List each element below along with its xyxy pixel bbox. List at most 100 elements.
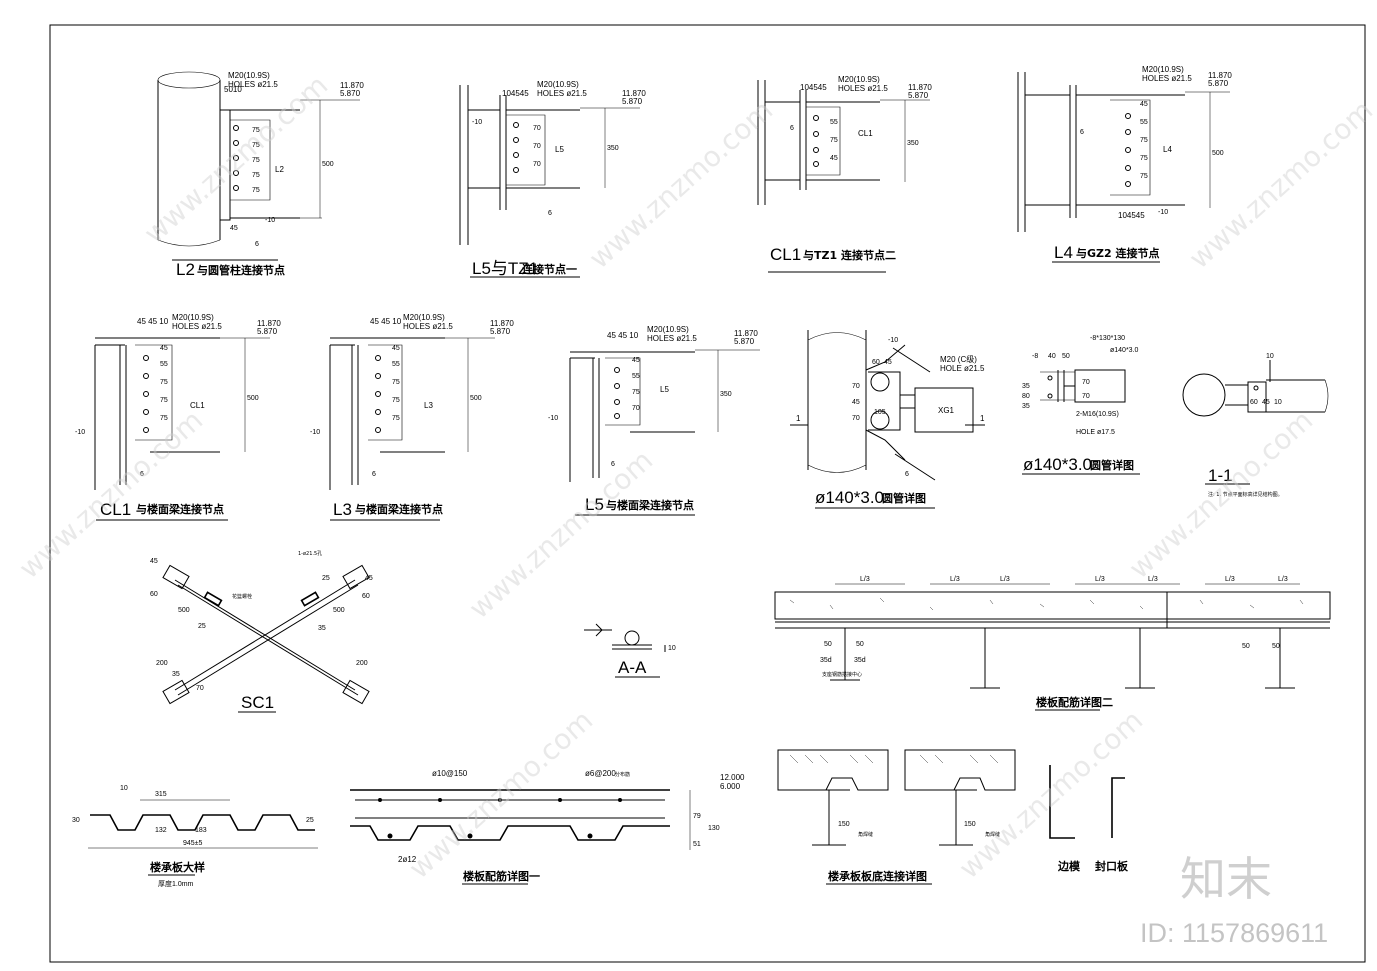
dim-13: 35 bbox=[318, 625, 326, 632]
dim-3: 75 bbox=[1140, 137, 1148, 144]
elevation-lower: 5.870 bbox=[734, 337, 755, 346]
sheet-border bbox=[49, 24, 1366, 963]
dim-51: 51 bbox=[693, 841, 701, 848]
beam-label: CL1 bbox=[190, 401, 205, 410]
dim-4: 70 bbox=[1082, 393, 1090, 400]
detail-deck-bottom-connection: 150 150 角焊缝 角焊缝 楼承板板底连接详图 bbox=[777, 749, 1016, 885]
detail-title-sub: 圆管详图 bbox=[882, 491, 926, 505]
detail-title: 楼承板板底连接详图 bbox=[828, 869, 927, 883]
detail-title: CL1 bbox=[100, 500, 131, 519]
label-bolts: 2-M16(10.9S) bbox=[1076, 411, 1119, 418]
dim-bottom: 104545 bbox=[1118, 211, 1145, 220]
dim-945: 945±5 bbox=[183, 840, 203, 847]
dim-1: 40 bbox=[1048, 353, 1056, 360]
hole-spec: HOLES ø21.5 bbox=[537, 89, 587, 98]
bolt-spec: M20(10.9S) bbox=[537, 80, 579, 89]
elevation-upper: 11.870 bbox=[1208, 71, 1232, 80]
dim-5: 75 bbox=[160, 415, 168, 422]
dim-6: 80 bbox=[1022, 393, 1030, 400]
closure-label: 封口板 bbox=[1095, 859, 1129, 873]
dim-3: 45 bbox=[830, 155, 838, 162]
detail-cl1-tz1-connection: M20(10.9S) HOLES ø21.5 11.870 5.870 1045… bbox=[757, 75, 932, 273]
dim-3: 75 bbox=[252, 157, 260, 164]
detail-title: ø140*3.0 bbox=[1023, 455, 1092, 474]
dim-10: 10 bbox=[668, 645, 676, 652]
dim-5: 25 bbox=[198, 623, 206, 630]
dim-9: 45 bbox=[365, 575, 373, 582]
weld-size: 6 bbox=[140, 471, 144, 478]
section-mark-right: 1 bbox=[980, 414, 985, 423]
thickness-label: 10 bbox=[1266, 353, 1274, 360]
span-4: L/3 bbox=[1095, 576, 1105, 583]
detail-edge-form: 边模 封口板 bbox=[1049, 765, 1129, 873]
dim-3: 70 bbox=[1082, 379, 1090, 386]
bolt-column bbox=[375, 355, 381, 433]
weld-size: 6 bbox=[790, 125, 794, 132]
detail-l5-tz1-connection: M20(10.9S) HOLES ø21.5 11.870 5.870 1045… bbox=[459, 80, 646, 278]
dim-2: 50 bbox=[1062, 353, 1070, 360]
dim-3: 70 bbox=[852, 383, 860, 390]
dim-6: 35 bbox=[172, 671, 180, 678]
label-plate-size: -8*130*130 bbox=[1090, 335, 1125, 342]
height-dim: 500 bbox=[322, 161, 334, 168]
bolt-column bbox=[513, 122, 519, 173]
dim-top: 5010 bbox=[224, 85, 242, 94]
dim-30: 30 bbox=[72, 817, 80, 824]
weld-size: 6 bbox=[905, 471, 909, 478]
dim-4: 500 bbox=[178, 607, 190, 614]
dim-1: 75 bbox=[252, 127, 260, 134]
plate-label: -10 bbox=[75, 429, 85, 436]
detail-title: SC1 bbox=[241, 693, 274, 712]
dim-2: 55 bbox=[160, 361, 168, 368]
hole-spec: HOLES ø21.5 bbox=[838, 84, 888, 93]
detail-section-1-1: 10 60 45 10 1-1 注: 1. 节点平面标高详见结构图。 bbox=[1182, 353, 1329, 498]
plate-label: -10 bbox=[1158, 209, 1168, 216]
detail-title-sub: 与楼面梁连接节点 bbox=[606, 498, 694, 512]
section-mark-left: 1 bbox=[796, 414, 801, 423]
dim-3: 75 bbox=[160, 379, 168, 386]
top-dims: 45 45 10 bbox=[607, 331, 639, 340]
bolt-spec: M20 (C级) bbox=[940, 354, 977, 364]
rod-note: 花篮螺栓 bbox=[232, 593, 252, 600]
weld-size: 6 bbox=[1080, 129, 1084, 136]
beam-label: L3 bbox=[424, 401, 433, 410]
steel-beams bbox=[830, 627, 1295, 689]
label-hole: HOLE ø17.5 bbox=[1076, 429, 1115, 436]
rebar-top: ø10@150 bbox=[432, 769, 468, 778]
elevation-upper: 11.870 bbox=[257, 319, 281, 328]
elevation-upper: 11.870 bbox=[908, 83, 932, 92]
detail-l2-pipe-connection: M20(10.9S) HOLES ø21.5 11.870 5.870 5010… bbox=[157, 71, 364, 279]
dim-2: 55 bbox=[632, 373, 640, 380]
rebar-distribution: ø6@200 bbox=[585, 769, 616, 778]
dim-2: 45 bbox=[884, 359, 892, 366]
bolt-spec: M20(10.9S) bbox=[403, 313, 445, 322]
span-2: L/3 bbox=[950, 576, 960, 583]
detail-title-sub: 圆管详图 bbox=[1090, 458, 1134, 472]
height-dim: 350 bbox=[607, 145, 619, 152]
dim-1: 45 bbox=[632, 357, 640, 364]
watermark-layer: www.znzmo.com www.znzmo.com www.znzmo.co… bbox=[13, 69, 1377, 886]
dim-4: 45 bbox=[852, 399, 860, 406]
detail-title: 楼板配筋详图二 bbox=[1036, 695, 1113, 709]
dim-2: 55 bbox=[392, 361, 400, 368]
elevation-upper: 11.870 bbox=[490, 319, 514, 328]
height-dim: 350 bbox=[720, 391, 732, 398]
dim-150-a: 150 bbox=[838, 821, 850, 828]
bolt-column bbox=[813, 115, 819, 167]
dim-2: 60 bbox=[150, 591, 158, 598]
dim-2: 75 bbox=[830, 137, 838, 144]
section-title: 1-1 bbox=[1208, 466, 1233, 485]
detail-title-sub: 与TZ1 连接节点二 bbox=[803, 248, 896, 262]
lap-note: 支座钢筋搭接中心 bbox=[822, 671, 862, 678]
dim-50-b: 50 bbox=[856, 641, 864, 648]
watermark-text: www.znzmo.com bbox=[1183, 94, 1377, 276]
hole-note: 1-ø21.5孔 bbox=[298, 550, 322, 557]
dim-6: 105 bbox=[874, 409, 886, 416]
dim-1: 45 bbox=[150, 558, 158, 565]
bolt-spec: M20(10.9S) bbox=[228, 71, 270, 80]
detail-title: L4 bbox=[1054, 243, 1073, 262]
hole-spec: HOLES ø21.5 bbox=[647, 334, 697, 343]
watermark-text: www.znzmo.com bbox=[13, 404, 210, 586]
detail-title-sub: 与GZ2 连接节点 bbox=[1076, 246, 1160, 260]
dim-5: 35 bbox=[1022, 383, 1030, 390]
